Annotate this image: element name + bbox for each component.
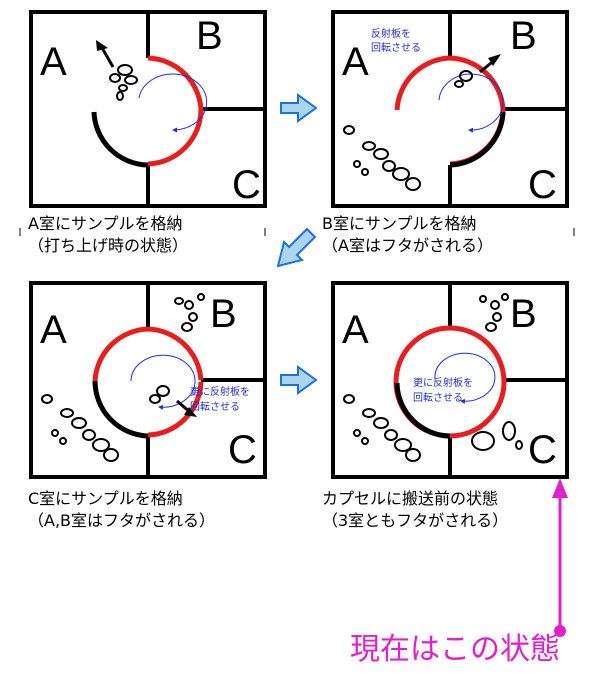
- rotate-note: 更に反射板を: [190, 385, 250, 398]
- arrow-diagonal-icon: [276, 227, 317, 268]
- sample-particles: [343, 70, 473, 191]
- rotate-note: 回転させる: [190, 401, 240, 413]
- inner-wall-arc: [394, 382, 451, 439]
- panel-3: [29, 281, 267, 479]
- room-label-b: B: [196, 14, 223, 58]
- caption-panel-2: B室にサンプルを格納 （A室はフタがされる）: [322, 213, 493, 257]
- rotate-note: 更に反射板を: [413, 376, 473, 389]
- room-label-a: A: [40, 308, 67, 352]
- rotation-arrow: [434, 352, 496, 404]
- panel-2: [331, 10, 569, 208]
- sample-arrow: [99, 45, 115, 68]
- rotate-note: 回転させる: [371, 42, 421, 54]
- inner-wall-arc: [449, 111, 506, 168]
- room-label-b: B: [510, 14, 537, 58]
- room-label-a: A: [40, 40, 67, 84]
- caption-line: （A室はフタがされる）: [322, 236, 493, 255]
- rotate-note: 反射板を: [371, 27, 411, 40]
- caption-line: B室にサンプルを格納: [322, 214, 477, 233]
- room-label-c: C: [528, 428, 557, 472]
- rotate-notes: 反射板を 回転させる 更に反射板を 回転させる 更に反射板を 回転させる: [190, 27, 473, 413]
- caption-panel-4: カプセルに搬送前の状態 （3室ともフタがされる）: [322, 488, 508, 532]
- flow-arrows: [276, 93, 318, 395]
- rotate-note: 回転させる: [413, 392, 463, 404]
- room-label-b: B: [210, 292, 237, 336]
- caption-panel-1: A室にサンプルを格納 （打ち上げ時の状態）: [28, 213, 188, 257]
- caption-line: C室にサンプルを格納: [28, 489, 183, 508]
- inner-wall-arc: [92, 380, 149, 439]
- arrow-up-icon: [552, 478, 568, 498]
- rotation-arrow: [138, 73, 208, 133]
- room-label-b: B: [510, 292, 537, 336]
- room-label-c: C: [232, 163, 261, 207]
- status-indicator: [552, 478, 568, 637]
- room-label-c: C: [228, 428, 257, 472]
- caption-line: （3室ともフタがされる）: [322, 511, 509, 530]
- caption-line: （A,B室はフタがされる）: [28, 511, 216, 530]
- status-label: 現在はこの状態: [350, 632, 560, 667]
- rotation-arrow: [438, 73, 504, 133]
- caption-panel-3: C室にサンプルを格納 （A,B室はフタがされる）: [28, 488, 215, 532]
- arrow-right-icon: [280, 93, 318, 123]
- inner-wall-arc: [91, 111, 149, 168]
- sample-particles: [343, 293, 523, 462]
- reflector-arc: [92, 326, 204, 382]
- room-label-c: C: [528, 163, 557, 207]
- rotation-arrow: [130, 354, 196, 410]
- arrow-right-icon: [280, 365, 318, 395]
- panel-1: [29, 10, 267, 208]
- room-labels: A B C A B C A B C A B C: [40, 14, 557, 472]
- caption-line: （打ち上げ時の状態）: [28, 236, 189, 255]
- reflector-arc: [147, 55, 204, 167]
- sample-particles: [109, 64, 138, 101]
- caption-line: カプセルに搬送前の状態: [322, 489, 499, 508]
- sample-particles: [41, 293, 205, 462]
- room-label-a: A: [342, 308, 369, 352]
- caption-line: A室にサンプルを格納: [28, 214, 183, 233]
- room-label-a: A: [342, 40, 369, 84]
- panel-4: [331, 281, 569, 479]
- indicator-dot: [554, 625, 566, 637]
